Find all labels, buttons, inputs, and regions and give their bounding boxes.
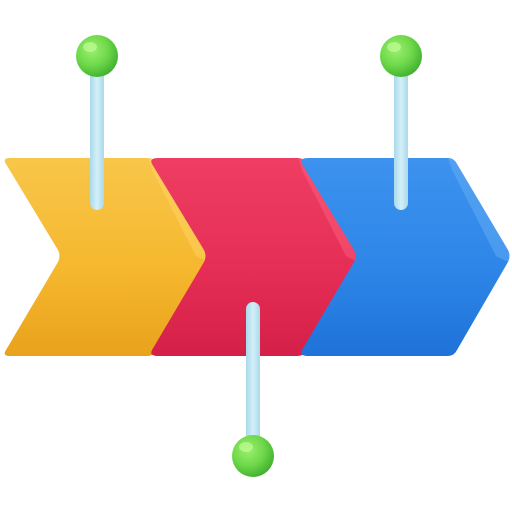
pin-stem [246,302,260,452]
pin-top-left [76,35,118,210]
pin-bottom-middle [232,302,274,477]
pin-stem [90,60,104,210]
chevron-yellow [4,158,210,356]
pin-head [76,35,118,77]
pin-top-right [380,35,422,210]
pin-head [232,435,274,477]
chevron-blue [301,158,510,356]
pin-head [380,35,422,77]
chevron-red [151,158,360,356]
pin-stem [394,60,408,210]
